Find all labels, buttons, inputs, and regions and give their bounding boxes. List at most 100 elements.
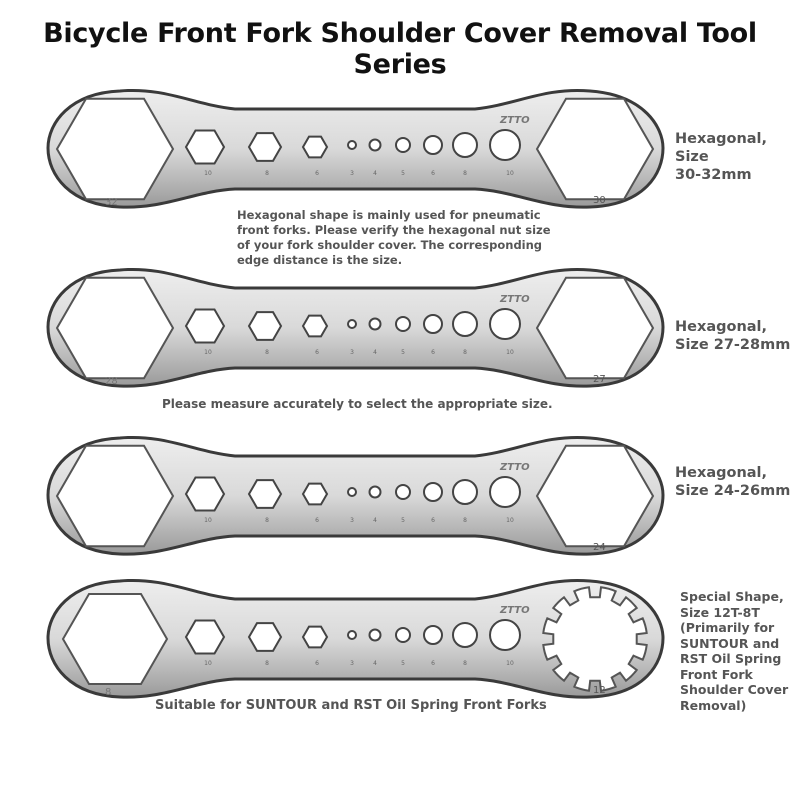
round-hole bbox=[347, 140, 357, 150]
hex-hole bbox=[184, 476, 226, 512]
tool-4-size-label: Special Shape, Size 12T-8T (Primarily fo… bbox=[680, 589, 795, 713]
left-size-mark: 32 bbox=[105, 197, 118, 208]
right-size-mark: 27 bbox=[593, 374, 606, 385]
round-hole bbox=[368, 485, 382, 499]
left-size-mark: 8 bbox=[105, 687, 111, 698]
round-hole bbox=[347, 487, 357, 497]
round-hole bbox=[423, 625, 443, 645]
right-hex-opening bbox=[535, 276, 655, 380]
brand-logo: ZTTO bbox=[499, 462, 530, 473]
round-hole bbox=[395, 137, 411, 153]
brand-logo: ZTTO bbox=[499, 605, 530, 616]
round-hole bbox=[489, 129, 521, 161]
hole-size-label: 10 bbox=[506, 349, 514, 356]
hole-size-label: 10 bbox=[506, 517, 514, 524]
round-hole bbox=[452, 479, 478, 505]
hex-hole bbox=[184, 619, 226, 655]
tool-4-label-line: Removal) bbox=[680, 697, 747, 713]
tool-2-size-label: Hexagonal, Size 27-28mm bbox=[675, 318, 790, 354]
page-title: Bicycle Front Fork Shoulder Cover Remova… bbox=[43, 18, 757, 80]
hole-size-label: 10 bbox=[204, 660, 212, 667]
hex-hole bbox=[301, 314, 329, 338]
hole-size-label: 4 bbox=[373, 660, 377, 667]
right-hex-opening bbox=[535, 97, 655, 201]
tool-4-label-line: SUNTOUR and bbox=[680, 635, 780, 651]
right-hex-opening bbox=[535, 444, 655, 548]
tool-2-label-line: Hexagonal, bbox=[675, 319, 768, 335]
left-hex-opening bbox=[55, 444, 175, 548]
hole-size-label: 3 bbox=[350, 349, 354, 356]
hex-hole bbox=[184, 308, 226, 344]
hole-size-label: 5 bbox=[401, 517, 405, 524]
hex-hole bbox=[247, 132, 283, 162]
hex-hole bbox=[301, 482, 329, 506]
tool-4-label-line: Shoulder Cover bbox=[680, 682, 789, 697]
note-line: edge distance is the size. bbox=[237, 253, 403, 267]
note-line: of your fork shoulder cover. The corresp… bbox=[237, 238, 543, 252]
tool-1-label-line: Size bbox=[675, 149, 709, 165]
note-line: Hexagonal shape is mainly used for pneum… bbox=[237, 208, 541, 222]
brand-logo: ZTTO bbox=[499, 294, 530, 305]
wrench-body bbox=[46, 578, 665, 699]
round-hole bbox=[368, 138, 382, 152]
hex-hole bbox=[247, 622, 283, 652]
hexagon-info-note: Hexagonal shape is mainly used for pneum… bbox=[237, 208, 551, 268]
left-size-mark: 28 bbox=[105, 376, 118, 387]
round-hole bbox=[423, 482, 443, 502]
hole-size-label: 8 bbox=[265, 349, 269, 356]
tool-4-label-line: RST Oil Spring bbox=[680, 651, 782, 666]
right-size-mark: 12 bbox=[593, 685, 606, 696]
left-hex-opening bbox=[61, 593, 169, 685]
right-spline-opening bbox=[542, 586, 648, 692]
tool-1-label-line: 30-32mm bbox=[675, 167, 752, 183]
measure-note: Please measure accurately to select the … bbox=[162, 397, 553, 411]
tool-4-label-line: (Primarily for bbox=[680, 620, 775, 635]
hole-size-label: 6 bbox=[431, 349, 435, 356]
hex-hole bbox=[247, 479, 283, 509]
hole-size-label: 6 bbox=[315, 517, 319, 524]
hole-size-label: 3 bbox=[350, 660, 354, 667]
right-size-mark: 24 bbox=[593, 542, 606, 553]
round-hole bbox=[489, 476, 521, 508]
hole-size-label: 8 bbox=[463, 517, 467, 524]
hole-size-label: 4 bbox=[373, 517, 377, 524]
tool-3-size-label: Hexagonal, Size 24-26mm bbox=[675, 464, 790, 500]
tool-3-label-line: Size 24-26mm bbox=[675, 483, 791, 499]
tool-4-label-line: Special Shape, bbox=[680, 589, 784, 604]
wrench-body bbox=[46, 88, 665, 209]
hole-size-label: 3 bbox=[350, 170, 354, 177]
round-hole bbox=[423, 314, 443, 334]
hole-size-label: 10 bbox=[506, 660, 514, 667]
tool-4-label-line: Front Fork bbox=[680, 666, 753, 682]
right-size-mark: 30 bbox=[593, 195, 606, 206]
hole-size-label: 10 bbox=[506, 170, 514, 177]
round-hole bbox=[452, 622, 478, 648]
round-hole bbox=[452, 132, 478, 158]
hole-size-label: 8 bbox=[265, 517, 269, 524]
round-hole bbox=[368, 317, 382, 331]
left-hex-opening bbox=[55, 276, 175, 380]
round-hole bbox=[347, 630, 357, 640]
hole-size-label: 3 bbox=[350, 517, 354, 524]
note-line: front forks. Please verify the hexagonal… bbox=[237, 223, 551, 237]
tool-1-label-line: Hexagonal, bbox=[675, 131, 768, 147]
hole-size-label: 5 bbox=[401, 660, 405, 667]
brand-logo: ZTTO bbox=[499, 115, 530, 126]
round-hole bbox=[489, 619, 521, 651]
tool-3-label-line: Hexagonal, bbox=[675, 465, 768, 481]
round-hole bbox=[395, 627, 411, 643]
hole-size-label: 4 bbox=[373, 170, 377, 177]
round-hole bbox=[395, 484, 411, 500]
hole-size-label: 6 bbox=[431, 517, 435, 524]
round-hole bbox=[395, 316, 411, 332]
hole-size-label: 4 bbox=[373, 349, 377, 356]
round-hole bbox=[489, 308, 521, 340]
hole-size-label: 10 bbox=[204, 170, 212, 177]
round-hole bbox=[452, 311, 478, 337]
